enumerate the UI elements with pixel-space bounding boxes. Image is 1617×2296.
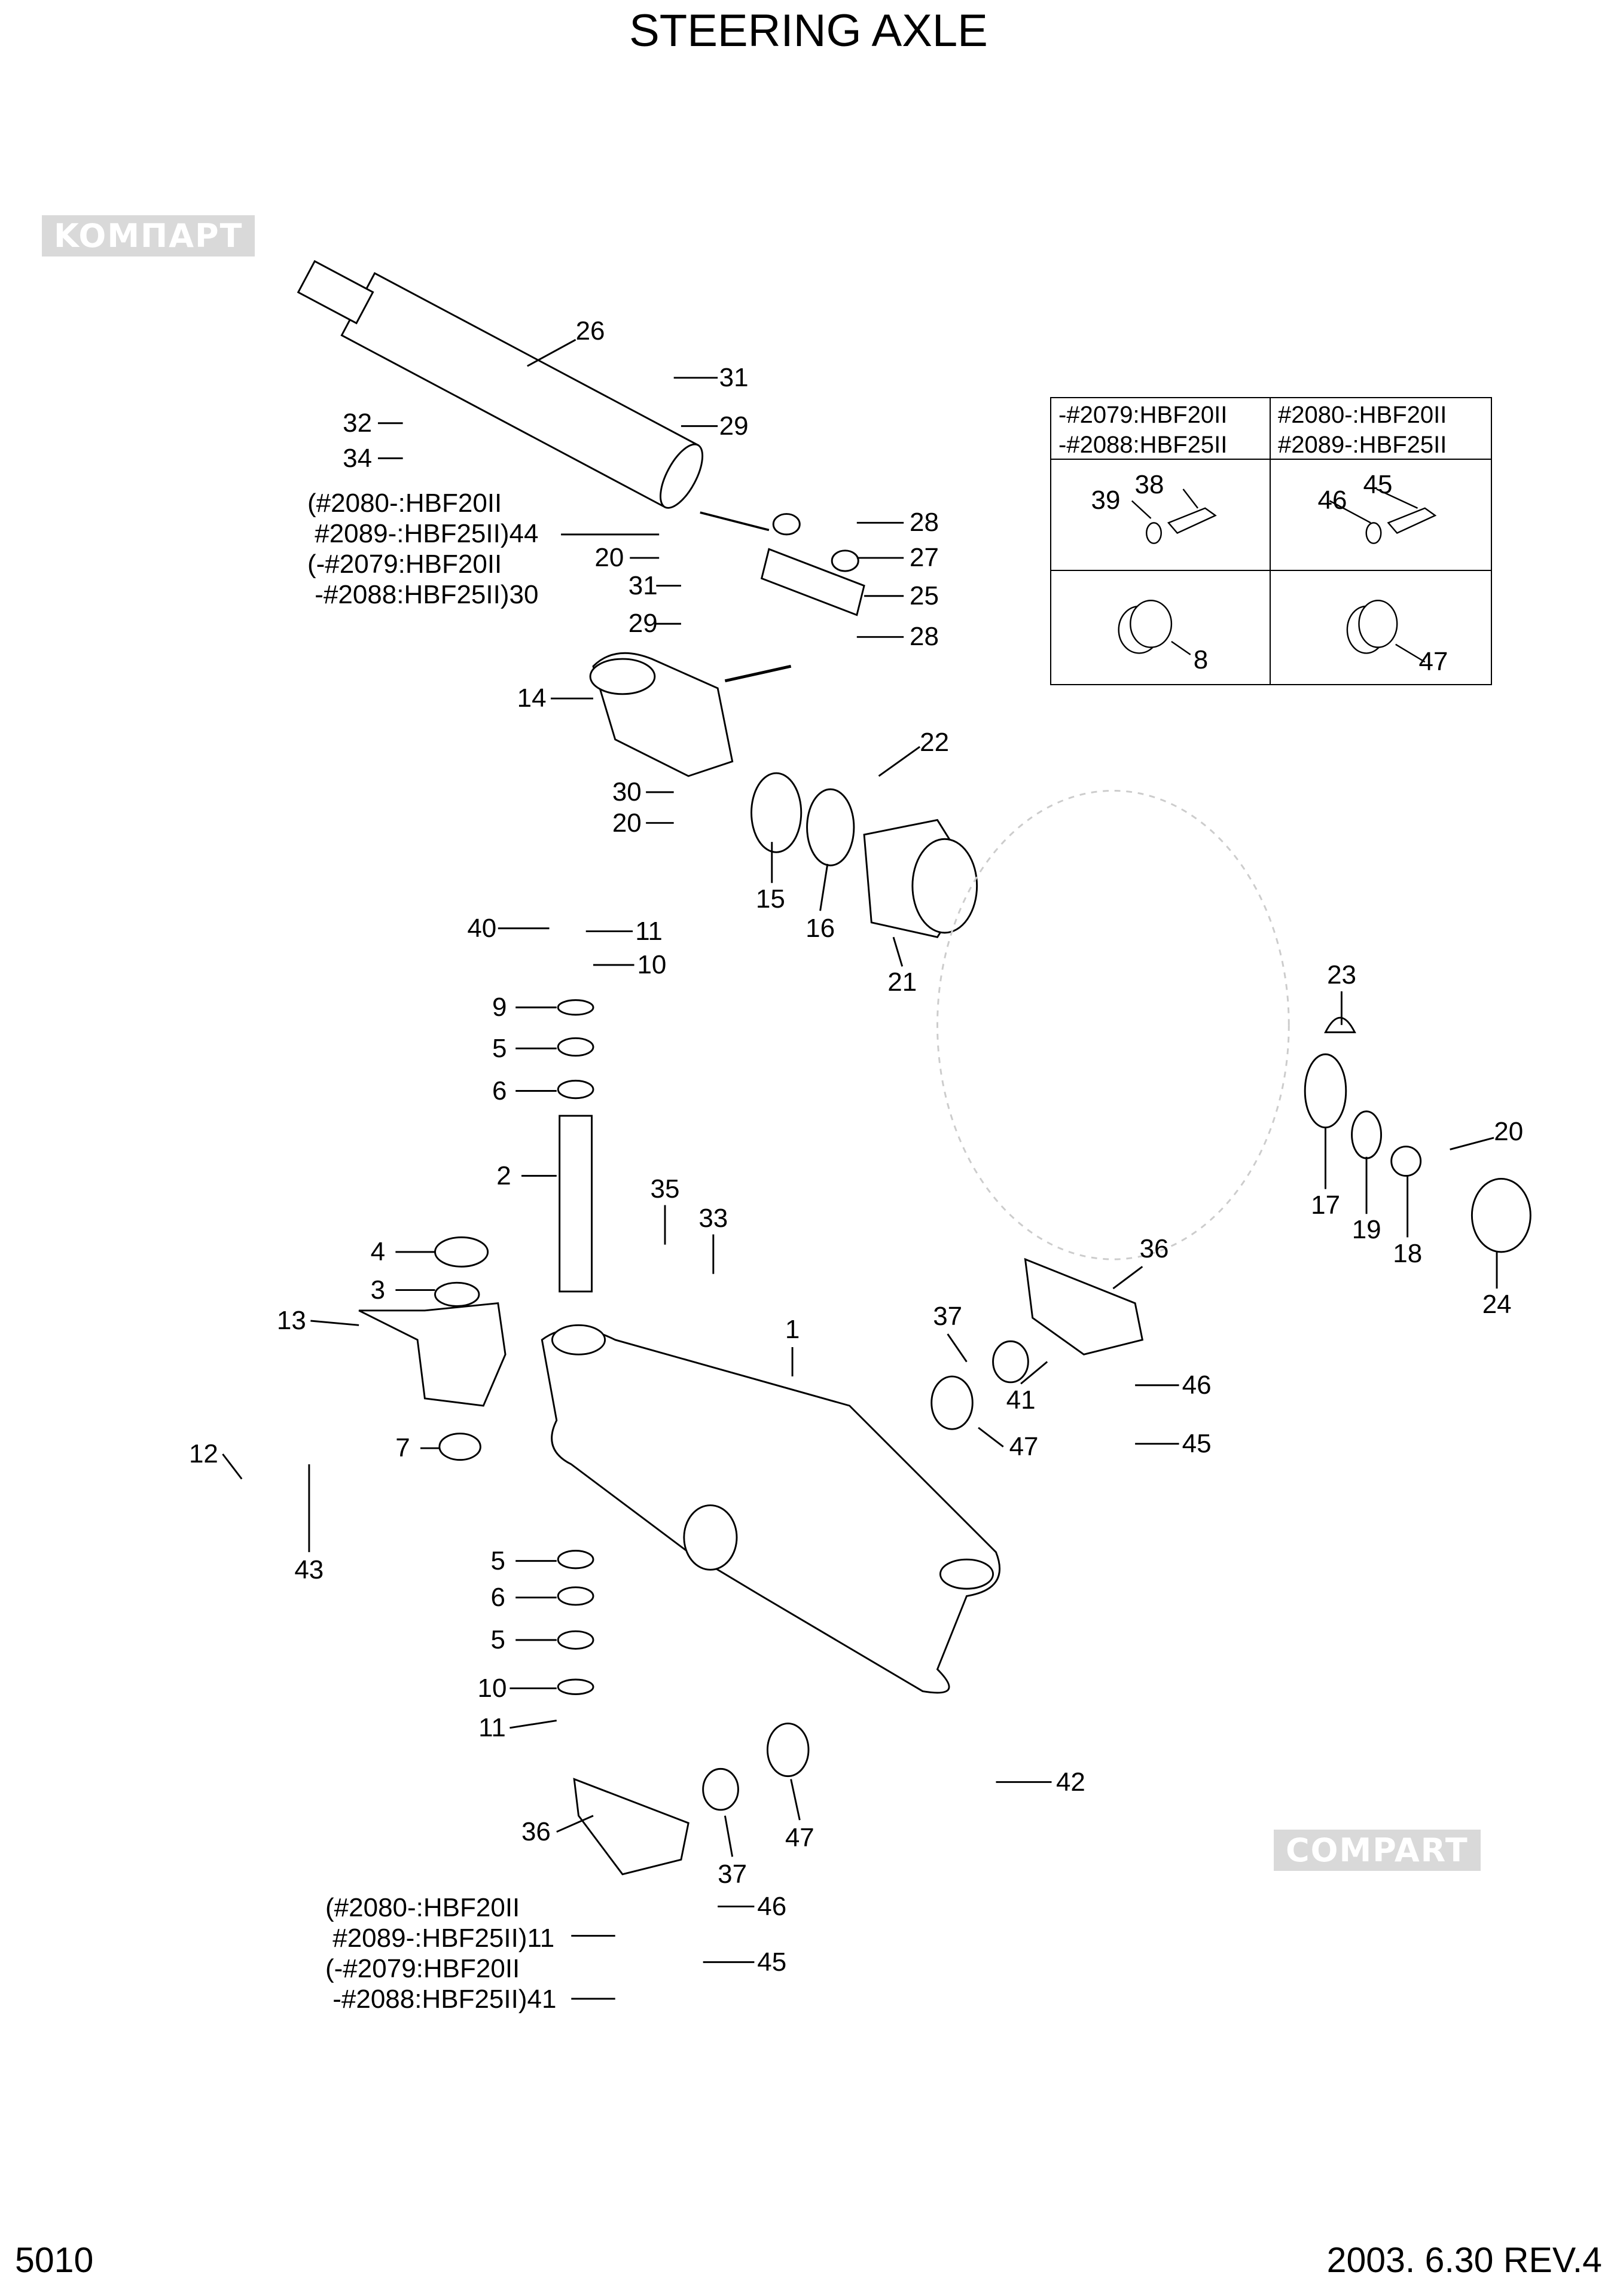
callout: 41 [1006, 1385, 1036, 1415]
callout: 36 [1139, 1234, 1169, 1264]
callout: 37 [933, 1301, 963, 1331]
tie-rod-link [760, 548, 865, 616]
callout-47: 47 [1418, 647, 1448, 676]
callout: 34 [343, 443, 373, 473]
callout: 16 [806, 913, 835, 943]
assembly-arrow [724, 664, 792, 683]
callout: 12 [188, 1439, 218, 1469]
callout: 32 [343, 408, 373, 438]
callout: 19 [1351, 1215, 1381, 1245]
callout: 4 [370, 1237, 386, 1267]
callout: 26 [575, 316, 605, 346]
callout: 18 [1393, 1238, 1423, 1268]
revision-date: 2003. 6.30 REV.4 [1326, 2240, 1602, 2280]
watermark-text: KOMПАРТ [42, 215, 255, 257]
callout: 10 [637, 950, 667, 980]
callout: 5 [490, 1625, 505, 1655]
table-cell-bolt-early [1051, 460, 1271, 571]
callout: 28 [910, 622, 939, 652]
page-title: STEERING AXLE [629, 5, 988, 56]
callout: 5 [492, 1033, 507, 1063]
callout: 37 [718, 1860, 748, 1889]
callout: 17 [1311, 1190, 1341, 1220]
callout-46: 46 [1317, 486, 1347, 515]
steering-knuckle-left [358, 1302, 507, 1407]
callout-38: 38 [1134, 470, 1164, 499]
callout: 2 [496, 1161, 511, 1190]
callout: 45 [757, 1947, 787, 1977]
callout-8: 8 [1193, 645, 1209, 674]
serial-note-11-41: (#2080-:HBF20II #2089-:HBF25II)11 (-#207… [325, 1893, 557, 2014]
callout: 13 [276, 1306, 306, 1336]
callout: 31 [719, 362, 749, 392]
callout: 20 [594, 543, 624, 573]
callout: 31 [628, 570, 658, 600]
callout: 29 [628, 609, 658, 639]
callout: 9 [492, 993, 507, 1022]
callout: 22 [920, 727, 950, 757]
callout: 3 [370, 1275, 386, 1305]
callout: 28 [910, 508, 939, 538]
callout: 33 [698, 1203, 728, 1233]
callout: 11 [635, 916, 663, 946]
serial-note-44-30: (#2080-:HBF20II #2089-:HBF25II)44 (-#207… [307, 488, 539, 609]
callout: 24 [1482, 1290, 1512, 1320]
callout: 14 [517, 683, 547, 713]
callout-45: 45 [1363, 470, 1393, 499]
wheel-phantom [936, 789, 1290, 1260]
table-header-late-serials: #2080-:HBF20II #2089-:HBF25II [1271, 398, 1491, 460]
watermark-text: COMPART [1274, 1830, 1481, 1871]
callout: 21 [887, 967, 917, 997]
callout: 5 [490, 1546, 505, 1576]
callout: 15 [755, 884, 785, 914]
king-pin [559, 1115, 593, 1293]
steering-cylinder [297, 259, 704, 509]
callout: 46 [1182, 1370, 1212, 1400]
callout: 20 [1494, 1117, 1524, 1147]
callout: 6 [490, 1583, 505, 1613]
callout: 40 [467, 913, 497, 943]
callout: 6 [492, 1076, 507, 1106]
callout-39: 39 [1091, 486, 1121, 515]
callout: 23 [1327, 960, 1357, 990]
callout: 30 [612, 777, 642, 807]
callout: 42 [1055, 1767, 1085, 1797]
mounting-bracket-upper [1024, 1257, 1144, 1355]
table-header-early-serials: -#2079:HBF20II -#2088:HBF25II [1051, 398, 1271, 460]
table-parts-drawing [1118, 488, 1437, 663]
callout: 47 [785, 1822, 814, 1852]
serial-variant-table: -#2079:HBF20II -#2088:HBF25II #2080-:HBF… [1050, 397, 1492, 685]
callout: 46 [757, 1891, 787, 1921]
axle-body [541, 1327, 1001, 1694]
callout: 11 [478, 1713, 506, 1743]
page-number: 5010 [15, 2240, 94, 2280]
callout: 47 [1009, 1431, 1039, 1461]
table-cell-bushing-early [1051, 571, 1271, 684]
callout: 36 [521, 1817, 551, 1847]
callout: 25 [910, 581, 939, 610]
callout: 1 [785, 1314, 800, 1344]
callout: 20 [612, 808, 642, 838]
callout: 35 [650, 1174, 680, 1204]
callout: 10 [477, 1674, 507, 1703]
table-cell-bolt-late [1271, 460, 1491, 571]
callout: 7 [395, 1433, 410, 1463]
callout: 43 [294, 1555, 324, 1584]
callout: 29 [719, 411, 749, 441]
callout: 45 [1182, 1429, 1212, 1458]
callout: 27 [910, 543, 939, 573]
mounting-bracket-lower [573, 1778, 689, 1876]
